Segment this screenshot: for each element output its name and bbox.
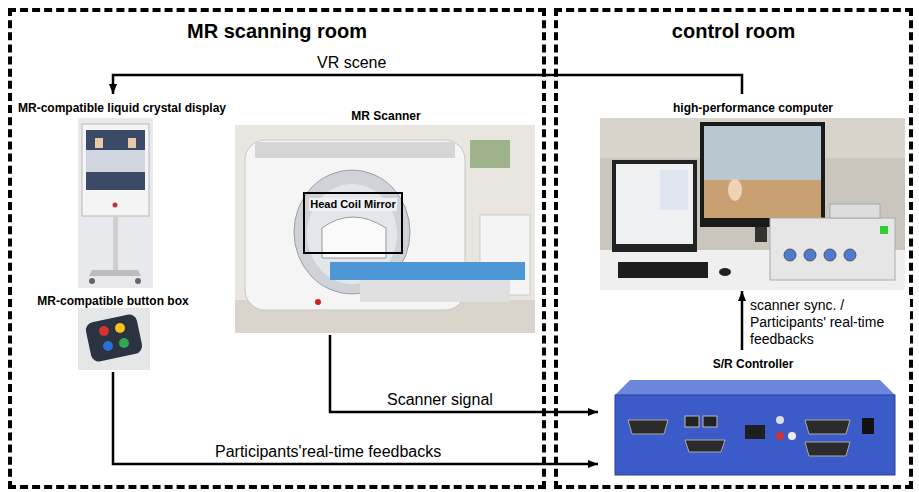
- lcd-photo-part: [128, 138, 136, 148]
- room-region: MR scanning roomMR-compatible liquid cry…: [8, 8, 546, 489]
- sr-controller-photo-part: [628, 420, 668, 434]
- computer-box: high-performance computer: [598, 94, 908, 291]
- computer-photo-part: [600, 118, 905, 290]
- computer-photo-part: [719, 268, 731, 276]
- computer-photo-part: [844, 249, 856, 261]
- sr-controller-photo-part: [685, 440, 725, 452]
- highlight-box: Head Coil Mirror: [303, 192, 403, 254]
- mr-scanner-photo-part: [322, 217, 386, 258]
- mr-scanner-photo-part: [470, 140, 510, 168]
- sr-controller-photo-part: [615, 380, 895, 395]
- node-label: Head Coil Mirror: [309, 198, 397, 211]
- computer-photo-part: [700, 122, 825, 227]
- computer-photo-part: [784, 249, 796, 261]
- computer-photo-part: [660, 170, 688, 210]
- sr-controller-photo-part: [776, 432, 784, 440]
- lcd-photo-part: [78, 118, 153, 288]
- signal-arrow: [113, 372, 598, 464]
- sr-controller-photo-part: [745, 425, 765, 439]
- display-box: MR-compatible liquid crystal display: [10, 94, 234, 288]
- lcd-photo-part: [113, 216, 118, 270]
- lcd-photo-part: [82, 124, 149, 216]
- button-box-photo-part: [78, 308, 150, 370]
- node-label: MR-compatible button box: [37, 294, 188, 308]
- mr-scanner-photo-part: [330, 262, 525, 280]
- mr-scanner-photo-part: [315, 299, 321, 305]
- sr-controller-photo-part: [615, 395, 895, 475]
- lcd-photo-part: [135, 278, 141, 284]
- mr-scanner-photo-part: [255, 142, 455, 158]
- sr-controller-photo-part: [788, 432, 796, 440]
- computer-photo-part: [880, 226, 888, 234]
- signal-arrow: [741, 291, 744, 350]
- sr-controller-photo-part: [703, 416, 717, 427]
- computer-photo-part: [770, 218, 895, 280]
- sr-controller-photo: [615, 380, 895, 475]
- lcd-photo-part: [89, 278, 95, 284]
- button-box: MR-compatible button box: [28, 287, 198, 372]
- computer-photo-part: [824, 249, 836, 261]
- mr-scanner-photo-part: [360, 280, 510, 302]
- node-label: S/R Controller: [713, 357, 794, 371]
- computer-photo-part: [704, 126, 821, 180]
- computer-photo-part: [612, 160, 697, 252]
- sr-controller-photo-part: [776, 416, 784, 424]
- scanner-box: MR ScannerHead Coil Mirror: [235, 102, 537, 335]
- signal-arrow: [113, 75, 742, 94]
- button-box-photo-part: [99, 326, 109, 336]
- button-box-photo-part: [103, 341, 113, 351]
- node-label: MR-compatible liquid crystal display: [18, 101, 226, 115]
- node-label: high-performance computer: [673, 101, 833, 115]
- lcd-photo-part: [95, 138, 103, 148]
- room-region: control room high-performance computerS/R…: [554, 8, 913, 489]
- node-label: MR scanning room: [187, 19, 367, 43]
- lcd-photo-part: [89, 270, 141, 276]
- computer-photo-part: [830, 204, 880, 218]
- edge-label: Scanner signal: [385, 391, 495, 409]
- mr-scanner-photo-part: [235, 125, 535, 333]
- mr-scanner-photo: [235, 125, 535, 333]
- button-box-photo-part: [84, 313, 143, 363]
- computer-photo-part: [618, 262, 708, 278]
- lcd-photo-part: [86, 130, 145, 190]
- button-box-photo-part: [115, 323, 125, 333]
- computer-photo: [600, 118, 905, 290]
- controller-box: S/R Controller: [598, 350, 908, 484]
- node-label: MR Scanner: [351, 109, 420, 123]
- edge-label: scanner sync. / Participants' real-time …: [748, 297, 910, 348]
- button-box-photo: [78, 308, 150, 370]
- lcd-photo-part: [86, 150, 145, 172]
- computer-photo-part: [755, 227, 767, 242]
- sr-controller-photo-part: [862, 418, 874, 434]
- node-label: control room: [672, 19, 795, 43]
- sr-controller-photo-part: [805, 442, 850, 456]
- sr-controller-photo-part: [805, 420, 850, 434]
- edge-label: VR scene: [315, 54, 388, 72]
- sr-controller-photo-part: [685, 416, 699, 427]
- computer-photo-part: [704, 180, 821, 218]
- lcd-photo-part: [113, 203, 118, 208]
- lcd-photo: [78, 118, 153, 288]
- button-box-photo-part: [119, 338, 129, 348]
- computer-photo-part: [804, 249, 816, 261]
- computer-photo-part: [728, 179, 742, 201]
- computer-photo-part: [616, 164, 693, 244]
- edge-label: Participants'real-time feedbacks: [213, 443, 443, 461]
